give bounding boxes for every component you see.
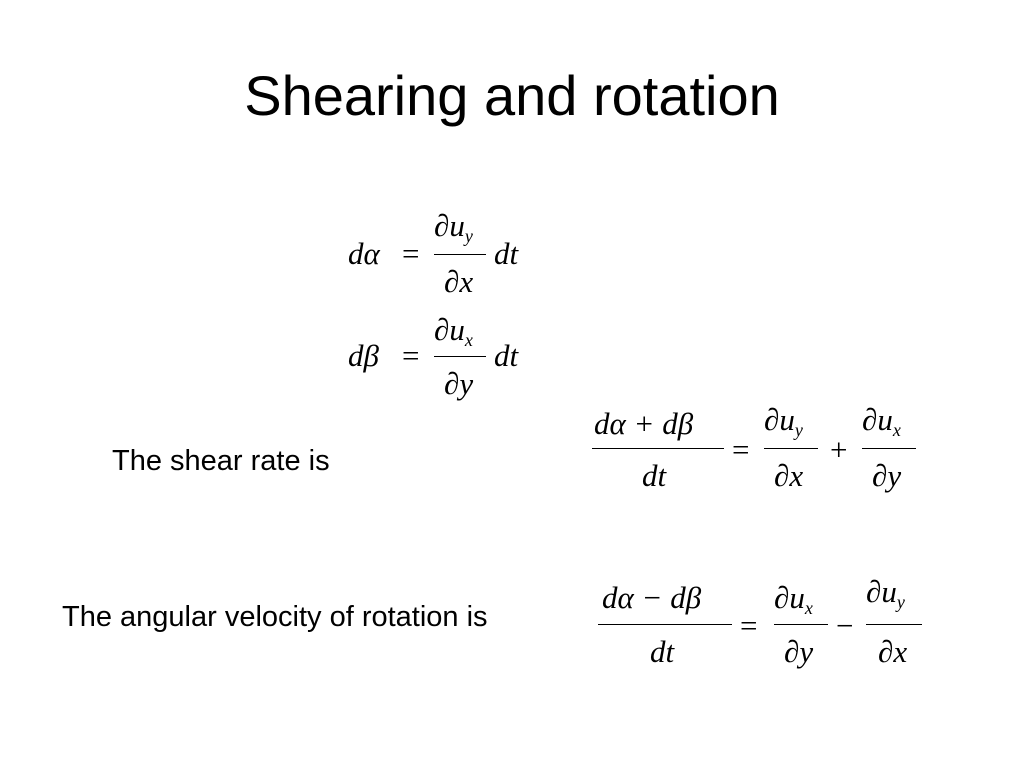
rotation-term2-bar [866, 624, 922, 625]
rotation-lhs-den: dt [650, 634, 675, 669]
eq1-numerator: ∂uy [434, 208, 473, 254]
eq2-equals: = [402, 338, 420, 373]
eq2-tail: dt [494, 338, 519, 373]
rotation-term1-bar [774, 624, 828, 625]
shear-term2-sub: x [892, 420, 901, 440]
eq1-equals: = [402, 236, 420, 271]
shear-term2-num: ∂ux [862, 402, 901, 448]
rotation-lhs-num: dα − dβ [602, 580, 702, 615]
rotation-term2-den: ∂x [878, 634, 908, 669]
eq1-num-sub: y [464, 226, 473, 246]
eq2-lhs: dβ [348, 338, 379, 373]
rotation-label: The angular velocity of rotation is [62, 601, 488, 633]
rotation-term1-sub: x [804, 598, 813, 618]
slide-title: Shearing and rotation [244, 64, 780, 127]
eq1-tail: dt [494, 236, 519, 271]
eq2-denominator: ∂y [444, 366, 474, 401]
rotation-term2-num: ∂uy [866, 574, 905, 620]
shear-term2-den: ∂y [872, 458, 902, 493]
rotation-term2-num-main: ∂u [866, 574, 897, 609]
shear-plus: + [830, 432, 848, 467]
eq1-fraction-bar [434, 254, 486, 255]
shear-term2-num-main: ∂u [862, 402, 893, 437]
eq2-numerator: ∂ux [434, 312, 473, 358]
shear-lhs-den: dt [642, 458, 667, 493]
rotation-term2-sub: y [896, 592, 905, 612]
eq2-num-sub: x [464, 330, 473, 350]
equation-d-alpha: dα = ∂uy ∂x dt [346, 200, 546, 310]
eq1-lhs: dα [348, 236, 380, 271]
rotation-term1-den: ∂y [784, 634, 814, 669]
shear-term1-num-main: ∂u [764, 402, 795, 437]
equation-rotation: dα − dβ dt = ∂ux ∂y − ∂uy ∂x [594, 572, 934, 682]
shear-term1-num: ∂uy [764, 402, 803, 448]
eq2-fraction-bar [434, 356, 486, 357]
shear-lhs-num: dα + dβ [594, 406, 694, 441]
rotation-equals: = [740, 608, 758, 643]
rotation-minus: − [836, 608, 854, 643]
eq1-num: ∂u [434, 208, 465, 243]
shear-term1-bar [764, 448, 818, 449]
shear-term2-bar [862, 448, 916, 449]
rotation-term1-num-main: ∂u [774, 580, 805, 615]
shear-term1-sub: y [794, 420, 803, 440]
eq2-num: ∂u [434, 312, 465, 347]
rotation-term1-num: ∂ux [774, 580, 813, 626]
shear-rate-label: The shear rate is [112, 445, 330, 477]
shear-equals: = [732, 432, 750, 467]
eq1-denominator: ∂x [444, 264, 474, 299]
equation-d-beta: dβ = ∂ux ∂y dt [346, 308, 546, 418]
shear-lhs-bar [592, 448, 724, 449]
shear-term1-den: ∂x [774, 458, 804, 493]
equation-shear-rate: dα + dβ dt = ∂uy ∂x + ∂ux ∂y [588, 398, 928, 508]
rotation-lhs-bar [598, 624, 732, 625]
